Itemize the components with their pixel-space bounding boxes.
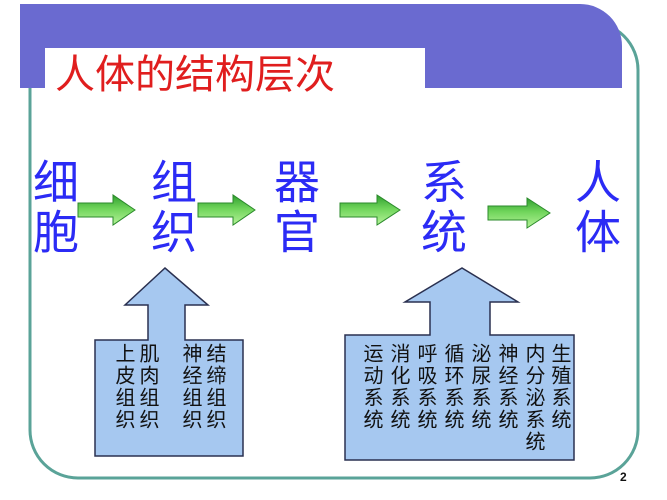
tissue-muscle: 肌肉组织 <box>136 343 160 431</box>
right-arrow-icon <box>339 194 401 226</box>
system-reproductive: 生殖系统 <box>548 343 572 431</box>
level-system: 系统 <box>414 158 468 258</box>
level-human-body: 人体 <box>568 158 622 258</box>
slide-title: 人体的结构层次 <box>55 52 335 98</box>
tissue-epithelial: 上皮组织 <box>112 343 136 431</box>
system-respiratory: 呼吸系统 <box>414 343 438 431</box>
tissue-nervous: 神经组织 <box>179 343 203 431</box>
level-organ: 器官 <box>267 158 321 258</box>
system-digestive: 消化系统 <box>387 343 411 431</box>
level-cell: 细胞 <box>26 158 80 258</box>
tissue-connective: 结缔组织 <box>203 343 227 431</box>
system-callout <box>344 267 575 461</box>
system-locomotor: 运动系统 <box>360 343 384 431</box>
tissue-callout <box>94 266 244 457</box>
system-nervous: 神经系统 <box>495 343 519 431</box>
title-box: 人体的结构层次 <box>45 48 425 102</box>
right-arrow-icon <box>487 197 551 229</box>
right-arrow-icon <box>197 194 256 226</box>
system-circulatory: 循环系统 <box>441 343 465 431</box>
system-endocrine: 内分泌系统 <box>522 343 546 453</box>
system-urinary: 泌尿系统 <box>468 343 492 431</box>
right-arrow-icon <box>77 194 136 226</box>
level-tissue: 组织 <box>144 158 198 258</box>
page-number: 2 <box>620 470 627 484</box>
